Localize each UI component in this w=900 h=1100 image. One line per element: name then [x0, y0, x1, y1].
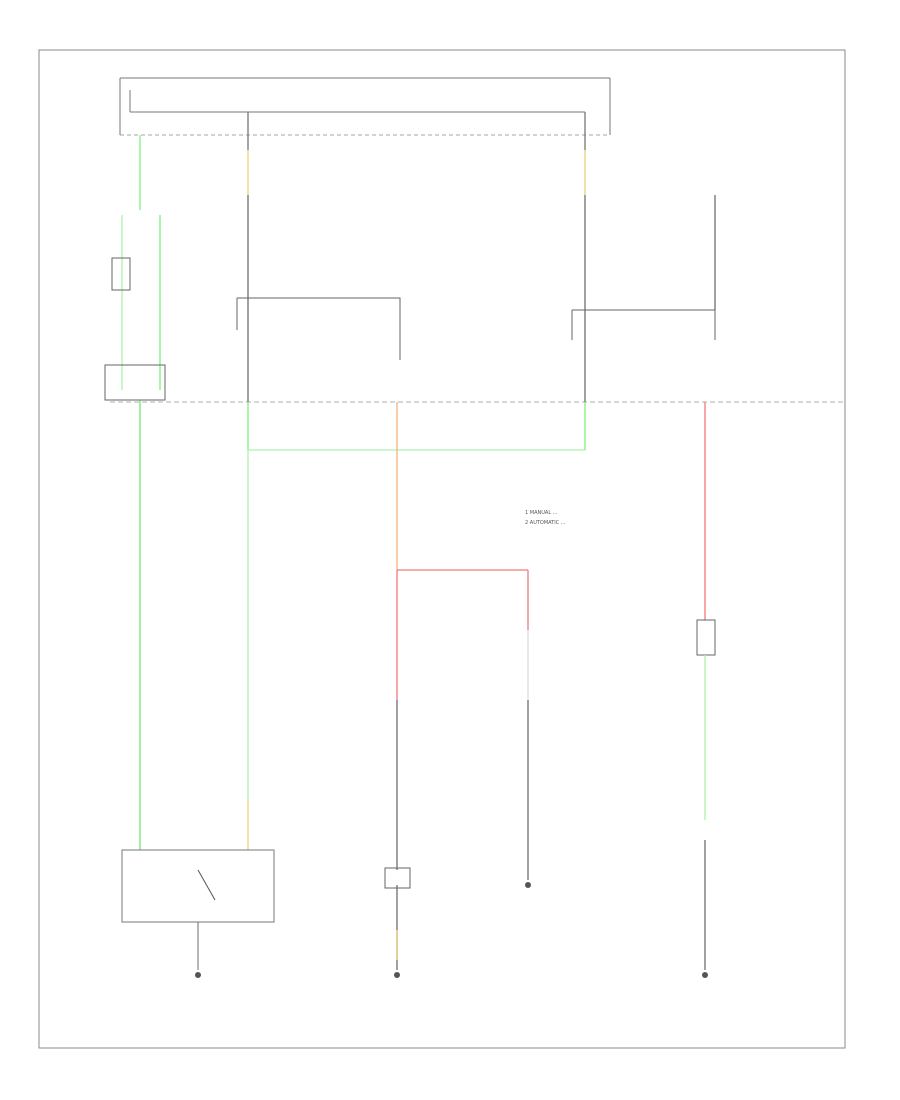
wire-group-mid-left: [236, 112, 585, 850]
note-line-1: 1 MANUAL ...: [525, 510, 558, 516]
diagram-frame: [38, 49, 846, 1049]
wire-group-left: [104, 135, 166, 850]
wire-group-right: [696, 402, 716, 978]
note-line-2: 2 AUTOMATIC ...: [525, 520, 566, 526]
wire-group-mid-right: [571, 112, 716, 450]
wire-group-center: [384, 402, 531, 978]
bottom-module: [121, 849, 275, 978]
fuse-box-top: [119, 77, 611, 136]
